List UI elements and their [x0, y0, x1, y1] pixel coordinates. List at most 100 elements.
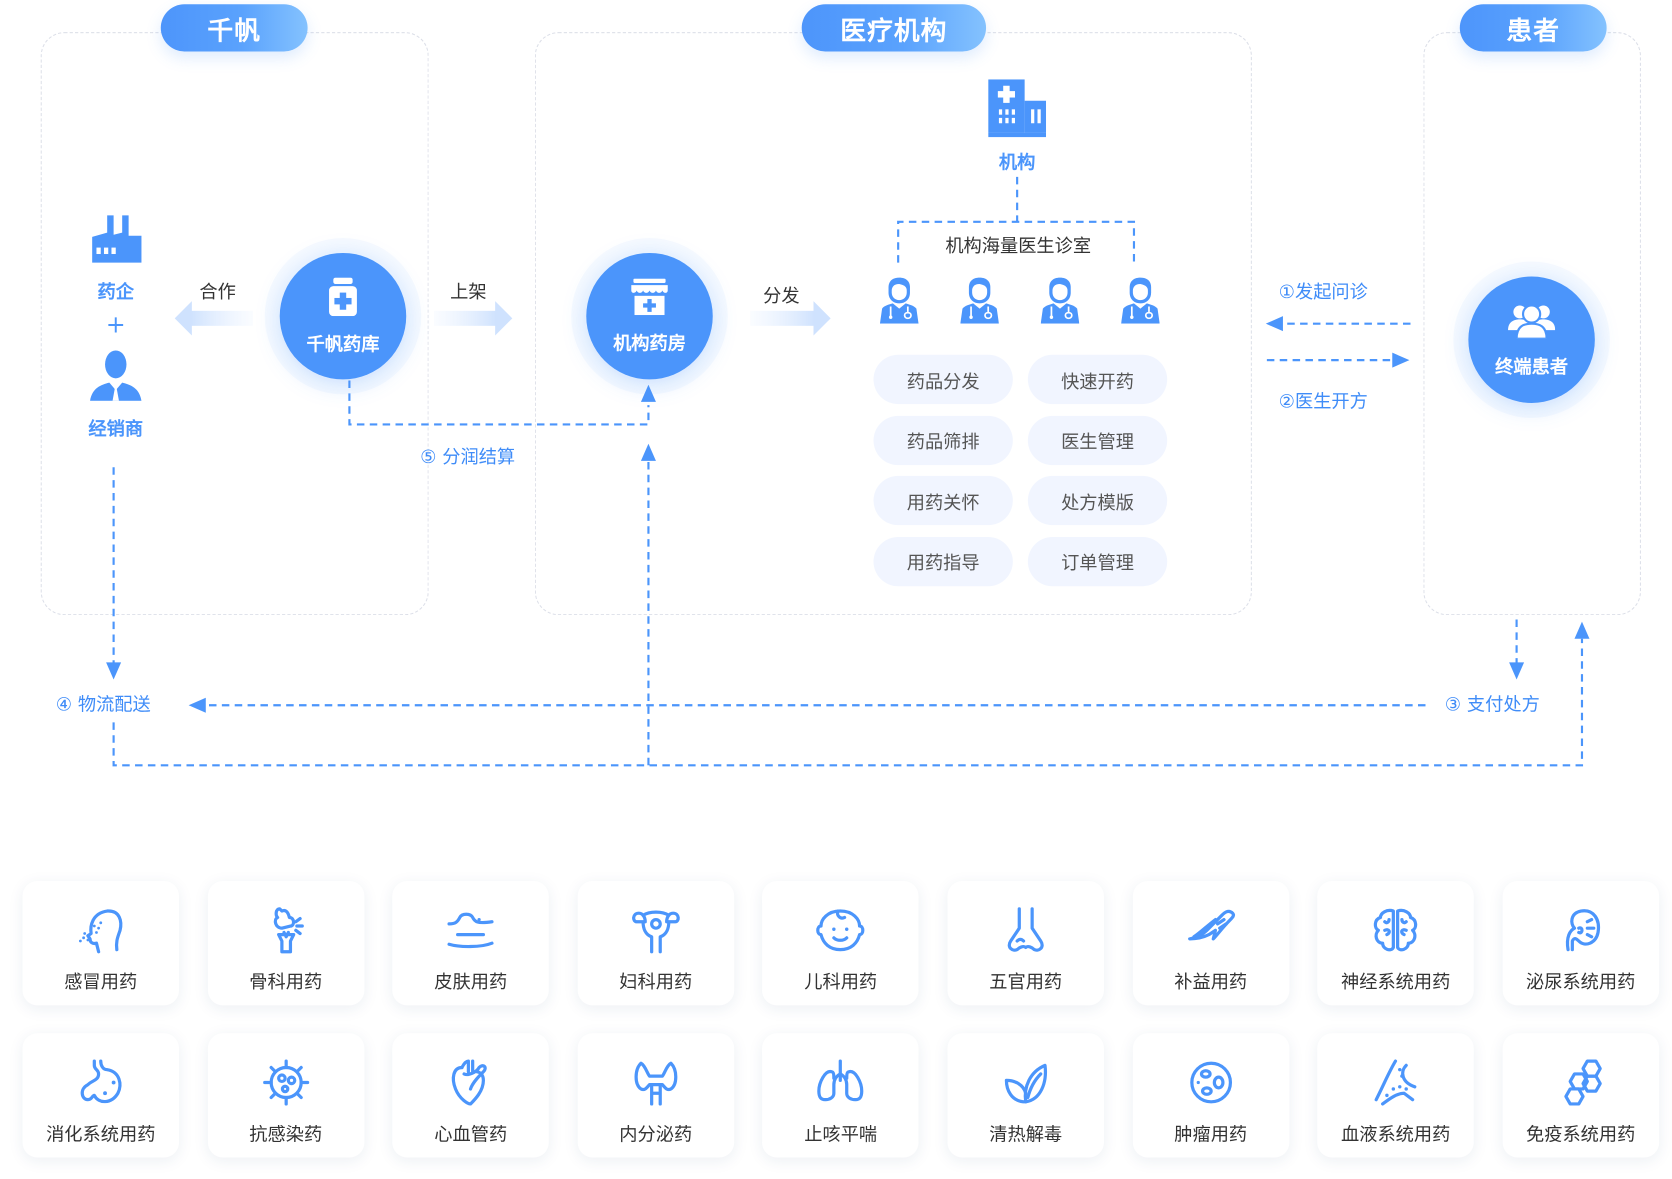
feature-chip[interactable]: 快速开药 — [1027, 354, 1168, 405]
pharmacy-store-icon — [630, 278, 669, 319]
feature-chip[interactable]: 药品分发 — [873, 354, 1013, 405]
pharma-company-label: 药企 — [97, 281, 134, 304]
hexagon-cells-icon — [1555, 1057, 1606, 1108]
category-card[interactable]: 神经系统用药 — [1317, 881, 1474, 1006]
arrowhead-distributor — [106, 662, 122, 680]
category-label: 消化系统用药 — [46, 1124, 156, 1146]
lungs-icon — [815, 1057, 866, 1108]
category-label: 抗感染药 — [249, 1124, 323, 1146]
arrowhead-pay — [1509, 662, 1525, 680]
category-card[interactable]: 皮肤用药 — [392, 881, 549, 1006]
feature-chip[interactable]: 处方模版 — [1027, 475, 1168, 526]
blood-vessel-icon — [1370, 1057, 1421, 1108]
stomach-icon — [75, 1057, 126, 1108]
head-sneeze-icon — [75, 905, 126, 956]
thyroid-icon — [630, 1057, 681, 1108]
feature-chip[interactable]: 医生管理 — [1027, 415, 1168, 465]
doctor-icon — [1121, 277, 1160, 328]
step5-profit-share-label: ⑤ 分润结算 — [420, 446, 516, 469]
category-label: 五官用药 — [989, 972, 1063, 994]
category-card[interactable]: 五官用药 — [947, 881, 1104, 1006]
cooperate-label: 合作 — [199, 281, 236, 304]
doctor-icon — [879, 277, 919, 328]
medicine-bottle-icon — [327, 277, 359, 320]
category-card[interactable]: 血液系统用药 — [1317, 1033, 1474, 1158]
listing-label: 上架 — [450, 281, 487, 304]
doctor-icon — [1040, 277, 1080, 328]
businessman-icon — [90, 349, 142, 401]
factory-icon — [90, 213, 142, 264]
institution-label: 机构 — [998, 152, 1036, 174]
feature-chip[interactable]: 订单管理 — [1027, 536, 1168, 586]
institution-pharmacy-node[interactable]: 机构药房 — [586, 252, 713, 380]
warehouse-label: 千帆药库 — [306, 333, 380, 356]
category-label: 神经系统用药 — [1341, 972, 1451, 994]
category-card[interactable]: 儿科用药 — [762, 881, 919, 1006]
category-card[interactable]: 泌尿系统用药 — [1502, 881, 1659, 1006]
step4-logistics-label: ④ 物流配送 — [55, 694, 151, 716]
arrowhead-patient-return — [1574, 621, 1590, 639]
arrowhead-consult — [1265, 316, 1283, 332]
users-group-icon — [1508, 302, 1556, 343]
leaf-icon — [1000, 1057, 1051, 1108]
end-patient-label: 终端患者 — [1495, 356, 1569, 378]
step3-pay-label: ③ 支付处方 — [1444, 694, 1540, 716]
category-label: 皮肤用药 — [434, 972, 508, 994]
category-card[interactable]: 妇科用药 — [577, 881, 734, 1006]
category-label: 妇科用药 — [619, 972, 693, 994]
listing-arrow — [434, 301, 513, 336]
step2-prescribe-label: ②医生开方 — [1278, 391, 1368, 413]
category-card[interactable]: 内分泌药 — [577, 1033, 734, 1158]
category-card[interactable]: 免疫系统用药 — [1502, 1033, 1659, 1158]
nose-icon — [1000, 905, 1051, 956]
category-label: 补益用药 — [1174, 972, 1248, 994]
category-card[interactable]: 补益用药 — [1132, 881, 1289, 1006]
hospital-icon — [988, 79, 1047, 138]
category-label: 肿瘤用药 — [1174, 1124, 1248, 1146]
category-label: 儿科用药 — [804, 972, 878, 994]
category-card[interactable]: 抗感染药 — [207, 1033, 364, 1158]
category-card[interactable]: 消化系统用药 — [22, 1033, 179, 1158]
end-patient-node[interactable]: 终端患者 — [1468, 276, 1595, 403]
step1-consult-label: ①发起问诊 — [1278, 281, 1368, 304]
category-label: 清热解毒 — [989, 1124, 1063, 1146]
doctor-icon — [960, 277, 999, 328]
brain-icon — [1370, 905, 1421, 956]
category-label: 免疫系统用药 — [1526, 1124, 1636, 1146]
feature-chip[interactable]: 用药关怀 — [873, 475, 1013, 526]
section-title-patient: 患者 — [1459, 4, 1607, 52]
uterus-icon — [630, 905, 681, 956]
category-label: 泌尿系统用药 — [1526, 972, 1636, 994]
skin-layer-icon — [445, 905, 496, 956]
clinic-label: 机构海量医生诊室 — [945, 235, 1092, 258]
virus-icon — [260, 1057, 311, 1108]
category-label: 血液系统用药 — [1341, 1124, 1451, 1146]
section-title-qianfan: 千帆 — [160, 4, 308, 52]
heart-icon — [445, 1057, 496, 1108]
category-label: 内分泌药 — [619, 1124, 693, 1146]
baby-face-icon — [815, 905, 866, 956]
category-label: 骨科用药 — [249, 972, 323, 994]
category-card[interactable]: 肿瘤用药 — [1132, 1033, 1289, 1158]
bone-fracture-icon — [260, 905, 311, 956]
category-label: 感冒用药 — [64, 972, 138, 994]
distribute-label: 分发 — [763, 286, 800, 308]
feature-chip[interactable]: 用药指导 — [873, 536, 1013, 586]
feature-chip[interactable]: 药品筛排 — [873, 415, 1013, 465]
qianfan-warehouse-node[interactable]: 千帆药库 — [279, 252, 407, 380]
category-label: 止咳平喘 — [804, 1124, 878, 1146]
section-title-medical: 医疗机构 — [801, 4, 987, 52]
category-card[interactable]: 清热解毒 — [947, 1033, 1104, 1158]
bottom-loop-line — [112, 638, 1584, 767]
tumor-cell-icon — [1185, 1057, 1236, 1108]
category-card[interactable]: 骨科用药 — [207, 881, 364, 1006]
category-label: 心血管药 — [434, 1124, 508, 1146]
category-card[interactable]: 心血管药 — [392, 1033, 549, 1158]
kidney-icon — [1555, 905, 1606, 956]
category-card[interactable]: 止咳平喘 — [762, 1033, 919, 1158]
category-card[interactable]: 感冒用药 — [22, 881, 179, 1006]
ginseng-icon — [1185, 905, 1236, 956]
pharmacy-label: 机构药房 — [613, 332, 686, 355]
distributor-label: 经销商 — [88, 419, 144, 441]
